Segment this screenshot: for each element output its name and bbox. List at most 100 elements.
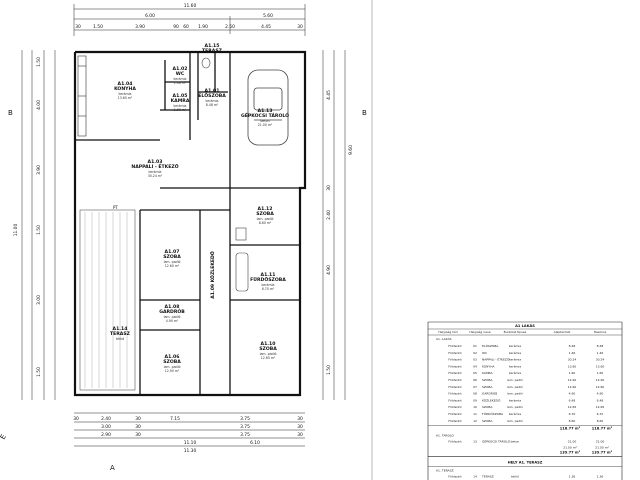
dim-top-row3-value: 30 xyxy=(297,24,303,30)
table-cell: 03 xyxy=(473,358,477,362)
table-cell: 09 xyxy=(473,398,477,402)
table-cell: 1.36 xyxy=(597,475,604,479)
table-cell: 6.70 xyxy=(597,412,604,416)
room-area-label: 12.60 m² xyxy=(165,264,180,268)
table-cell: 12.65 xyxy=(568,405,577,409)
room-name-label: SZOBA xyxy=(256,211,274,217)
dim-bottom-row3-value: 30 xyxy=(297,432,303,438)
table-cell: 14 xyxy=(473,475,477,479)
room-name-label: SZOBA xyxy=(163,254,181,260)
room-name-label: GARDRÓB xyxy=(159,308,185,315)
dim-top-left: 6.00 xyxy=(145,13,155,19)
dim-left-total: 11.00 xyxy=(13,224,19,237)
table-cell: 12.60 xyxy=(568,385,577,389)
table-cell: TERASZ xyxy=(481,475,494,479)
dim-left-value: 4.00 xyxy=(36,100,42,110)
dim-top-row3-value: 1.50 xyxy=(93,24,103,30)
table-cell: KAMRA xyxy=(482,371,494,375)
dim-top-row3-value: 60 xyxy=(183,24,189,30)
room-id-label: A1.12 xyxy=(258,206,273,212)
axis-label-a: A xyxy=(110,464,115,472)
table-cell: SZOBA xyxy=(482,419,493,423)
dim-top-total: 11.60 xyxy=(184,3,197,9)
table-cell: KÖZLEKEDŐ xyxy=(482,397,501,402)
table-cell: Földszint xyxy=(448,371,462,375)
dim-bottom-row3-value: 2.90 xyxy=(101,432,111,438)
table-header-cell: Burkolat típusa xyxy=(504,330,527,334)
table-cell: Földszint xyxy=(448,440,462,444)
room-id-label: A1.13 xyxy=(258,108,273,114)
table-grand-total-2: 139.77 m² xyxy=(592,451,613,455)
room-floor-label: kerámia xyxy=(206,99,219,103)
dim-bottom-row1-value: 30 xyxy=(135,416,141,422)
dim-bottom-row1-value: 30 xyxy=(73,416,79,422)
table-cell: kerámia xyxy=(509,364,521,368)
table-cell: kerámia xyxy=(509,412,521,416)
table-cell: Földszint xyxy=(448,358,462,362)
room-name-label: TERASZ xyxy=(202,48,223,54)
table-cell: kerámia xyxy=(509,398,521,402)
room-id-label: A1.15 xyxy=(205,43,220,49)
table-cell: Földszint xyxy=(448,378,462,382)
table-cell: 12 xyxy=(473,419,477,423)
dim-left-value: 1.50 xyxy=(36,57,42,67)
room-id-label: A1.04 xyxy=(118,81,133,87)
table-header-cell: Alapterület xyxy=(554,330,571,334)
table-cell: 30.24 xyxy=(568,358,577,362)
room-name-label: ELŐSZOBA xyxy=(198,92,226,99)
table-cell: 21.00 xyxy=(568,440,577,444)
table-cell: 08 xyxy=(473,392,477,396)
axis-label-b-right: B xyxy=(362,109,367,117)
room-name-label: NAPPALI - ÉTKEZŐ xyxy=(131,162,178,170)
table-cell: 05 xyxy=(473,371,477,375)
table-cell: lam. padló xyxy=(507,419,523,423)
room-id-label: A1.07 xyxy=(165,249,180,255)
table-terrace-title: HELY A1. TERASZ xyxy=(508,461,543,465)
table-cell: 02 xyxy=(473,351,477,355)
dim-left-value: 1.50 xyxy=(36,225,42,235)
table-cell: 01 xyxy=(473,344,477,348)
room-id-label: A1.02 xyxy=(173,66,188,72)
table-cell: 4.90 xyxy=(569,392,576,396)
room-id-label: A1.10 xyxy=(261,341,276,347)
table-cell: 4.90 xyxy=(597,392,604,396)
table-cell: 07 xyxy=(473,385,477,389)
room-area-label: 1.46 m² xyxy=(174,81,187,85)
room-id-label: A1.14 xyxy=(113,326,128,332)
table-cell: lam. padló xyxy=(507,405,523,409)
room-name-label: KONYHA xyxy=(114,86,136,92)
table-cell: lam. padló xyxy=(507,378,523,382)
table-cell: 21.00 xyxy=(596,440,605,444)
room-floor-label: kerámia xyxy=(174,104,187,108)
table-cell: SZOBA xyxy=(482,405,493,409)
table-terrace-label: A1. TERASZ xyxy=(436,469,454,473)
room-floor-label: lam. padló xyxy=(164,260,181,264)
room-floor-label: kerámia xyxy=(174,77,187,81)
table-cell: SZOBA xyxy=(482,385,493,389)
table-subtotal-2: 118.77 m² xyxy=(592,427,613,431)
table-cell: 12.65 xyxy=(596,405,605,409)
room-floor-label: kerámia xyxy=(262,283,275,287)
dim-top-row3-value: 1.90 xyxy=(198,24,208,30)
table-cell: 6.70 xyxy=(569,412,576,416)
room-floor-label: lam. padló xyxy=(260,352,277,356)
dim-top-row3-value: 90 xyxy=(173,24,179,30)
table-cell: 11 xyxy=(473,412,477,416)
dim-top-right: 5.60 xyxy=(263,13,273,19)
table-cell: kerámia xyxy=(509,344,521,348)
dim-bottom-row1-value: 30 xyxy=(297,416,303,422)
axis-label-b-left: B xyxy=(8,109,13,117)
table-cell: 1.60 xyxy=(597,371,604,375)
table-cell: 8.60 xyxy=(597,419,604,423)
dim-right-value: 4.90 xyxy=(326,265,332,275)
table-cell: 8.60 xyxy=(569,419,576,423)
table-cell: WC xyxy=(482,351,487,355)
room-area-label: 8.48 m² xyxy=(206,103,219,107)
room-id-label: A1.03 xyxy=(148,159,163,165)
table-cell: lam. padló xyxy=(507,392,523,396)
dim-left-segments: 1.504.003.901.503.001.50 xyxy=(36,57,42,377)
room-name-label: SZOBA xyxy=(259,346,277,352)
